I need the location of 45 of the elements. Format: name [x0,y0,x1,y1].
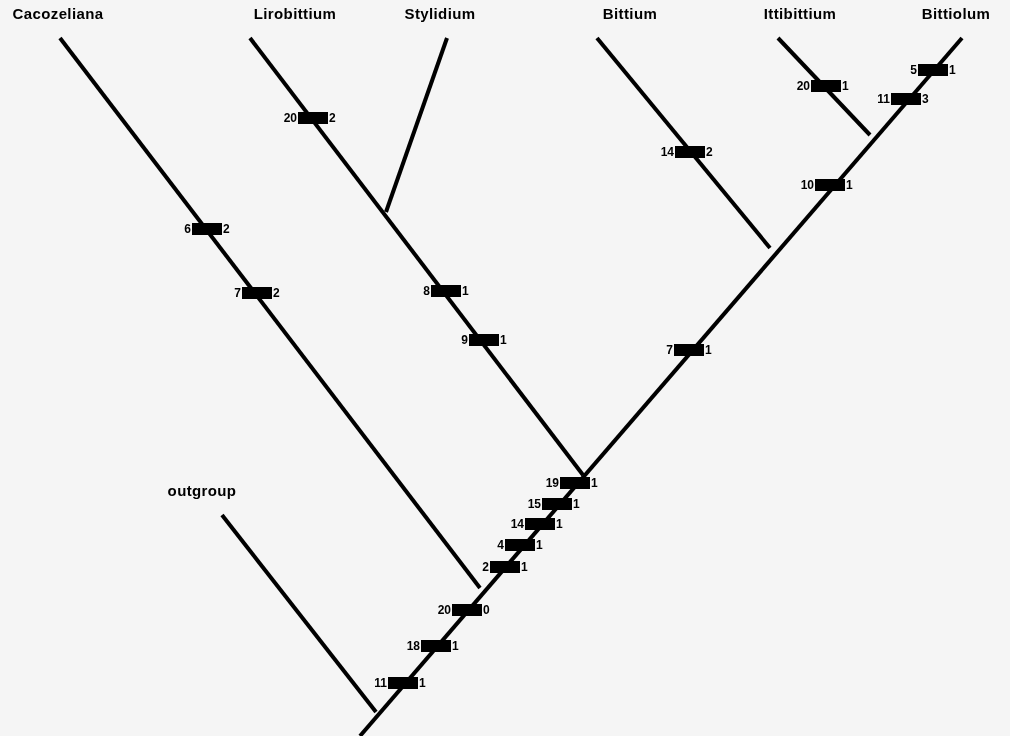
character-state: 1 [500,332,507,349]
character-state: 1 [705,342,712,359]
character-number: 8 [423,283,430,300]
character-number: 14 [660,144,674,161]
character-state: 1 [573,496,580,513]
taxon-label: Bittium [602,3,658,24]
character-number: 11 [374,675,387,692]
character-number: 7 [666,342,673,359]
character-state: 1 [462,283,469,300]
character-state: 2 [329,110,336,127]
character-number: 15 [527,496,541,513]
taxon-label: Stylidium [404,3,476,24]
character-number: 9 [461,332,468,349]
character-number: 18 [406,638,420,655]
character-number: 14 [510,516,524,533]
character-state: 1 [419,675,426,692]
character-state: 1 [846,177,853,194]
character-state: 0 [483,602,490,619]
character-state: 2 [706,144,713,161]
character-state: 1 [521,559,528,576]
character-state: 1 [536,537,543,554]
character-state: 1 [949,62,956,79]
character-number: 11 [877,91,890,108]
character-number: 20 [283,110,297,127]
taxon-label: outgroup [167,480,237,501]
character-number: 20 [796,78,810,95]
character-state: 2 [273,285,280,302]
character-number: 6 [184,221,191,238]
character-state: 1 [556,516,563,533]
taxon-label: Lirobittium [253,3,337,24]
character-state: 2 [223,221,230,238]
character-number: 10 [800,177,814,194]
character-number: 4 [497,537,504,554]
taxon-label: Bittiolum [921,3,991,24]
character-state: 1 [452,638,459,655]
character-number: 19 [545,475,559,492]
taxon-label: Cacozeliana [12,3,104,24]
character-number: 20 [437,602,451,619]
character-state: 3 [922,91,929,108]
character-state: 1 [842,78,849,95]
character-number: 7 [234,285,241,302]
character-number: 2 [482,559,489,576]
taxon-label: Ittibittium [763,3,837,24]
character-state: 1 [591,475,598,492]
character-number: 5 [910,62,917,79]
